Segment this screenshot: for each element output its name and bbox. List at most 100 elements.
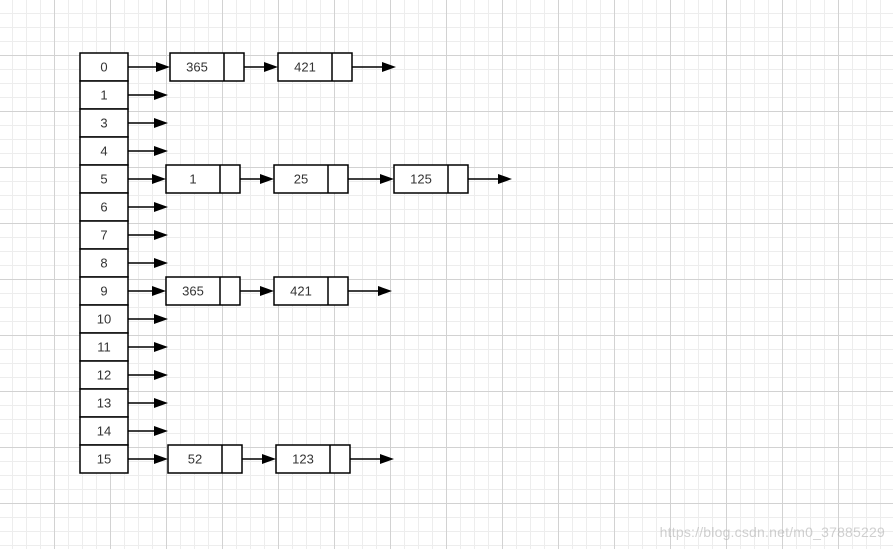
node-value-label: 365 <box>186 60 208 75</box>
null-pointer-arrow <box>128 90 168 100</box>
bucket-index-label: 14 <box>97 424 111 439</box>
bucket-index-label: 5 <box>100 172 107 187</box>
null-pointer-arrow <box>128 342 168 352</box>
node-box <box>277 52 353 82</box>
node-value-label: 52 <box>188 452 202 467</box>
list-node: 421 <box>273 276 349 306</box>
bucket-cell: 10 <box>79 304 129 334</box>
next-pointer-arrow <box>128 62 170 72</box>
arrowhead-icon <box>498 174 512 184</box>
bucket-cell: 1 <box>79 80 129 110</box>
arrowhead-icon <box>260 286 274 296</box>
list-node: 365 <box>165 276 241 306</box>
arrowhead-icon <box>154 230 168 240</box>
arrowhead-icon <box>154 202 168 212</box>
next-pointer-arrow <box>240 174 274 184</box>
null-pointer-arrow <box>352 62 396 72</box>
bucket-index-label: 11 <box>97 340 111 355</box>
bucket-index-label: 7 <box>100 228 107 243</box>
node-value-label: 1 <box>189 172 196 187</box>
node-box <box>273 164 349 194</box>
null-pointer-arrow <box>348 286 392 296</box>
arrowhead-icon <box>152 174 166 184</box>
bucket-index-label: 12 <box>97 368 111 383</box>
arrowhead-icon <box>154 90 168 100</box>
arrowhead-icon <box>380 454 394 464</box>
list-node: 365 <box>169 52 245 82</box>
node-value-label: 421 <box>294 60 316 75</box>
bucket-cell: 11 <box>79 332 129 362</box>
null-pointer-arrow <box>128 230 168 240</box>
bucket-index-label: 9 <box>100 284 107 299</box>
node-box <box>273 276 349 306</box>
null-pointer-arrow <box>468 174 512 184</box>
bucket-cell: 14 <box>79 416 129 446</box>
next-pointer-arrow <box>242 454 276 464</box>
bucket-index-label: 10 <box>97 312 111 327</box>
next-pointer-arrow <box>348 174 394 184</box>
arrowhead-icon <box>262 454 276 464</box>
node-box <box>393 164 469 194</box>
list-node: 123 <box>275 444 351 474</box>
next-pointer-arrow <box>128 286 166 296</box>
bucket-cell: 6 <box>79 192 129 222</box>
bucket-index-label: 1 <box>100 88 107 103</box>
bucket-box <box>79 304 129 334</box>
bucket-index-label: 15 <box>97 452 111 467</box>
bucket-cell: 0 <box>79 52 129 82</box>
bucket-box <box>79 416 129 446</box>
bucket-cell: 4 <box>79 136 129 166</box>
bucket-index-label: 6 <box>100 200 107 215</box>
null-pointer-arrow <box>128 398 168 408</box>
arrowhead-icon <box>152 286 166 296</box>
bucket-index-label: 13 <box>97 396 111 411</box>
arrowhead-icon <box>154 118 168 128</box>
list-node: 125 <box>393 164 469 194</box>
watermark-text: https://blog.csdn.net/m0_37885229 <box>659 524 885 540</box>
arrowhead-icon <box>154 342 168 352</box>
arrowhead-icon <box>154 314 168 324</box>
arrowhead-icon <box>154 426 168 436</box>
next-pointer-arrow <box>244 62 278 72</box>
next-pointer-arrow <box>240 286 274 296</box>
arrowhead-icon <box>156 62 170 72</box>
next-pointer-arrow <box>128 454 168 464</box>
bucket-box <box>79 248 129 278</box>
node-box <box>169 52 245 82</box>
arrowhead-icon <box>260 174 274 184</box>
bucket-index-label: 8 <box>100 256 107 271</box>
arrowhead-icon <box>154 258 168 268</box>
bucket-box <box>79 192 129 222</box>
null-pointer-arrow <box>128 426 168 436</box>
bucket-index-label: 4 <box>100 144 107 159</box>
arrowhead-icon <box>380 174 394 184</box>
list-node: 1 <box>165 164 241 194</box>
null-pointer-arrow <box>128 370 168 380</box>
bucket-cell: 5 <box>79 164 129 194</box>
bucket-index-label: 0 <box>100 60 107 75</box>
bucket-box <box>79 360 129 390</box>
arrowhead-icon <box>382 62 396 72</box>
bucket-cell: 13 <box>79 388 129 418</box>
node-value-label: 25 <box>294 172 308 187</box>
null-pointer-arrow <box>128 118 168 128</box>
node-value-label: 123 <box>292 452 314 467</box>
bucket-cell: 9 <box>79 276 129 306</box>
arrowhead-icon <box>154 146 168 156</box>
arrowhead-icon <box>154 370 168 380</box>
null-pointer-arrow <box>128 314 168 324</box>
list-node: 421 <box>277 52 353 82</box>
null-pointer-arrow <box>128 146 168 156</box>
null-pointer-arrow <box>350 454 394 464</box>
bucket-cell: 7 <box>79 220 129 250</box>
arrowhead-icon <box>154 398 168 408</box>
node-value-label: 421 <box>290 284 312 299</box>
bucket-cell: 15 <box>79 444 129 474</box>
null-pointer-arrow <box>128 258 168 268</box>
bucket-cell: 3 <box>79 108 129 138</box>
node-box <box>167 444 243 474</box>
arrowhead-icon <box>378 286 392 296</box>
